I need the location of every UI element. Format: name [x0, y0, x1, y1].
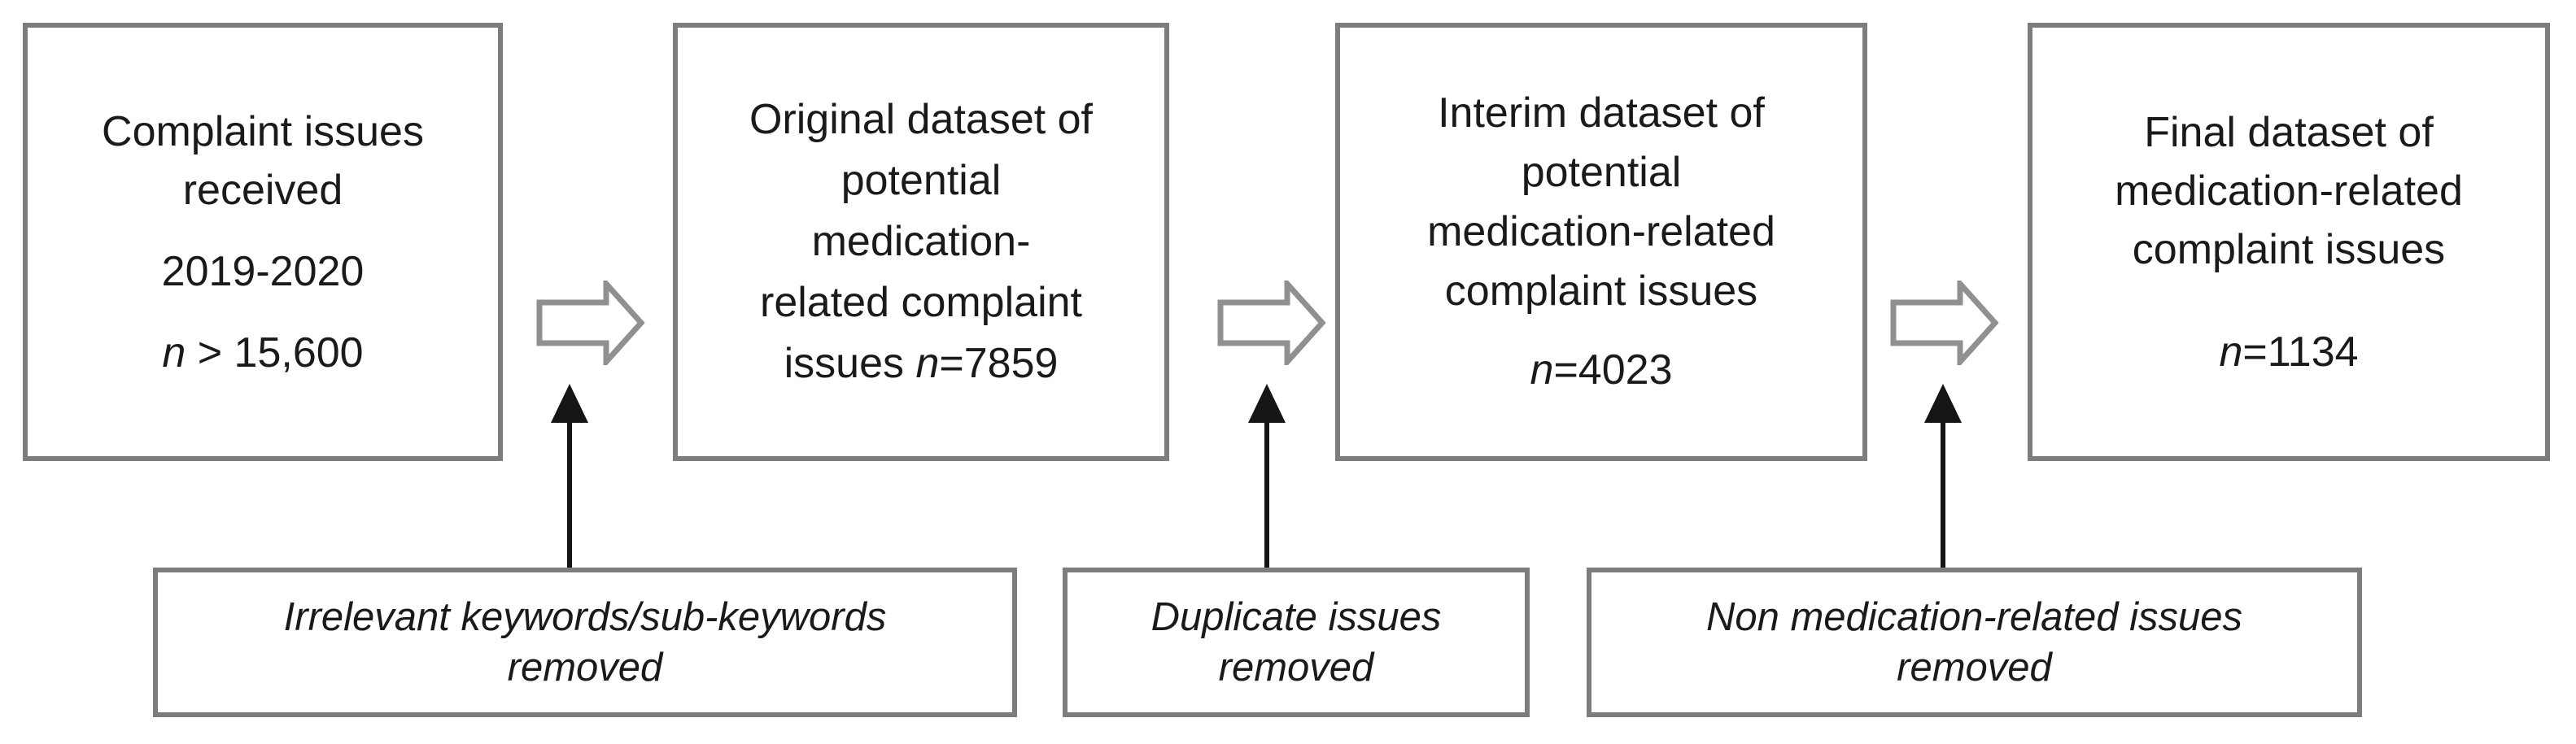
n-value: > 15,600 [186, 328, 364, 376]
flow-box-original-dataset: Original dataset of potential medication… [673, 23, 1169, 461]
n-symbol: n [915, 340, 940, 387]
right-block-arrow-icon [536, 281, 645, 365]
up-arrow-icon [1248, 384, 1286, 568]
text-line: Interim dataset of [1438, 89, 1765, 137]
box-paragraph: Final dataset of medication-related comp… [2115, 103, 2463, 279]
box-paragraph: Interim dataset of potential medication-… [1427, 84, 1775, 321]
text-line: n=4023 [1530, 341, 1673, 400]
flow-box-complaint-issues-received: Complaint issues received 2019-2020 n > … [23, 23, 503, 461]
text-line: complaint issues [2132, 225, 2446, 273]
n-symbol: n [1530, 346, 1554, 394]
text-line: Final dataset of [2144, 108, 2434, 156]
box-paragraph: n=4023 [1530, 341, 1673, 400]
text-line: potential [840, 157, 1002, 204]
box-paragraph: 2019-2020 [162, 242, 365, 301]
flow-box-interim-dataset: Interim dataset of potential medication-… [1335, 23, 1867, 461]
text-line: Original dataset of [749, 96, 1094, 143]
text-line: removed [507, 646, 663, 690]
text-line: Non medication-related issues [1705, 595, 2243, 639]
text-line: removed [1897, 646, 2052, 690]
text-line: received [182, 166, 343, 214]
flow-box-final-dataset: Final dataset of medication-related comp… [2028, 23, 2550, 461]
note-box-duplicate-issues-removed: Duplicate issues removed [1063, 568, 1530, 717]
text-line: related complaint [760, 279, 1082, 326]
text-line: potential [1521, 149, 1682, 196]
right-block-arrow-icon [1217, 281, 1326, 365]
line-prefix: issues [784, 340, 916, 387]
n-symbol: n [2219, 328, 2243, 376]
n-value: =7859 [939, 340, 1059, 387]
text-line: complaint issues [1444, 268, 1758, 315]
text-line: removed [1218, 646, 1374, 690]
text-line: n > 15,600 [162, 324, 363, 382]
n-value: =1134 [2242, 328, 2359, 376]
text-line: Irrelevant keywords/sub-keywords [283, 595, 887, 639]
text-line: medication- [811, 218, 1031, 265]
box-paragraph: n > 15,600 [162, 324, 363, 382]
text-line: Duplicate issues [1150, 595, 1442, 639]
note-box-non-medication-removed: Non medication-related issues removed [1587, 568, 2362, 717]
n-symbol: n [162, 328, 186, 376]
right-block-arrow-icon [1890, 281, 1999, 365]
box-paragraph: Original dataset of potential medication… [749, 89, 1093, 394]
note-box-irrelevant-keywords-removed: Irrelevant keywords/sub-keywords removed [153, 568, 1017, 717]
up-arrow-icon [1924, 384, 1962, 568]
text-line: Complaint issues [102, 107, 424, 155]
n-value: =4023 [1553, 346, 1673, 394]
text-line: issues n=7859 [749, 333, 1093, 394]
text-line: 2019-2020 [161, 247, 365, 295]
box-paragraph: Complaint issues received [102, 102, 424, 220]
up-arrow-icon [551, 384, 588, 568]
text-line: medication-related [2115, 167, 2463, 215]
box-paragraph: n=1134 [2219, 323, 2358, 381]
text-line: medication-related [1427, 208, 1775, 255]
text-line: n=1134 [2219, 323, 2358, 381]
